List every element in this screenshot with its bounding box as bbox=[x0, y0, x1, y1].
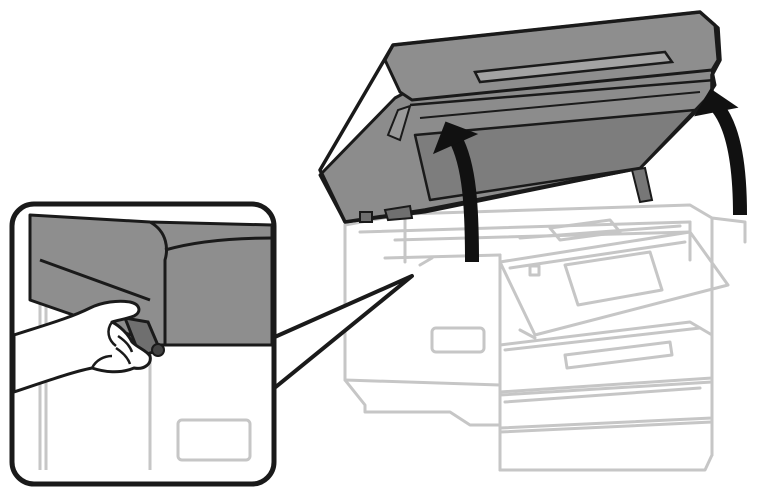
lift-arrow-right bbox=[694, 88, 747, 216]
printer-body bbox=[343, 203, 747, 472]
lift-arrow-left bbox=[432, 121, 479, 263]
zoom-detail-callout bbox=[9, 201, 277, 487]
callout-connector bbox=[266, 274, 414, 392]
hand-icon bbox=[14, 299, 152, 394]
scanner-unit-open bbox=[318, 10, 722, 224]
